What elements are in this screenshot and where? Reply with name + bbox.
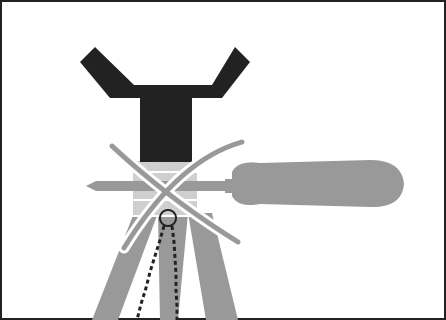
screwdriver-ferrule <box>225 179 235 193</box>
x-mark-icon <box>106 136 248 254</box>
saddle <box>80 47 250 162</box>
saddle-post <box>140 92 192 162</box>
x-mark-stroke-2 <box>121 139 245 251</box>
center-leg <box>158 213 188 320</box>
pin-ring <box>159 209 177 227</box>
chain-left-strand <box>135 225 166 320</box>
saddle-arms <box>80 47 250 98</box>
chain-icon <box>135 209 179 320</box>
x-mark-stroke-1 <box>109 143 241 245</box>
tripod-legs <box>92 213 238 320</box>
left-leg <box>92 213 158 320</box>
chain-right-strand <box>170 225 179 320</box>
right-leg <box>188 213 238 320</box>
screwdriver-handle <box>232 160 404 208</box>
